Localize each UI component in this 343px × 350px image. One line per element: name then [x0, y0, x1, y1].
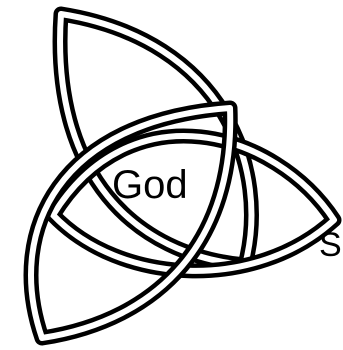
edge-label: S	[319, 226, 342, 264]
center-label: God	[112, 163, 188, 207]
